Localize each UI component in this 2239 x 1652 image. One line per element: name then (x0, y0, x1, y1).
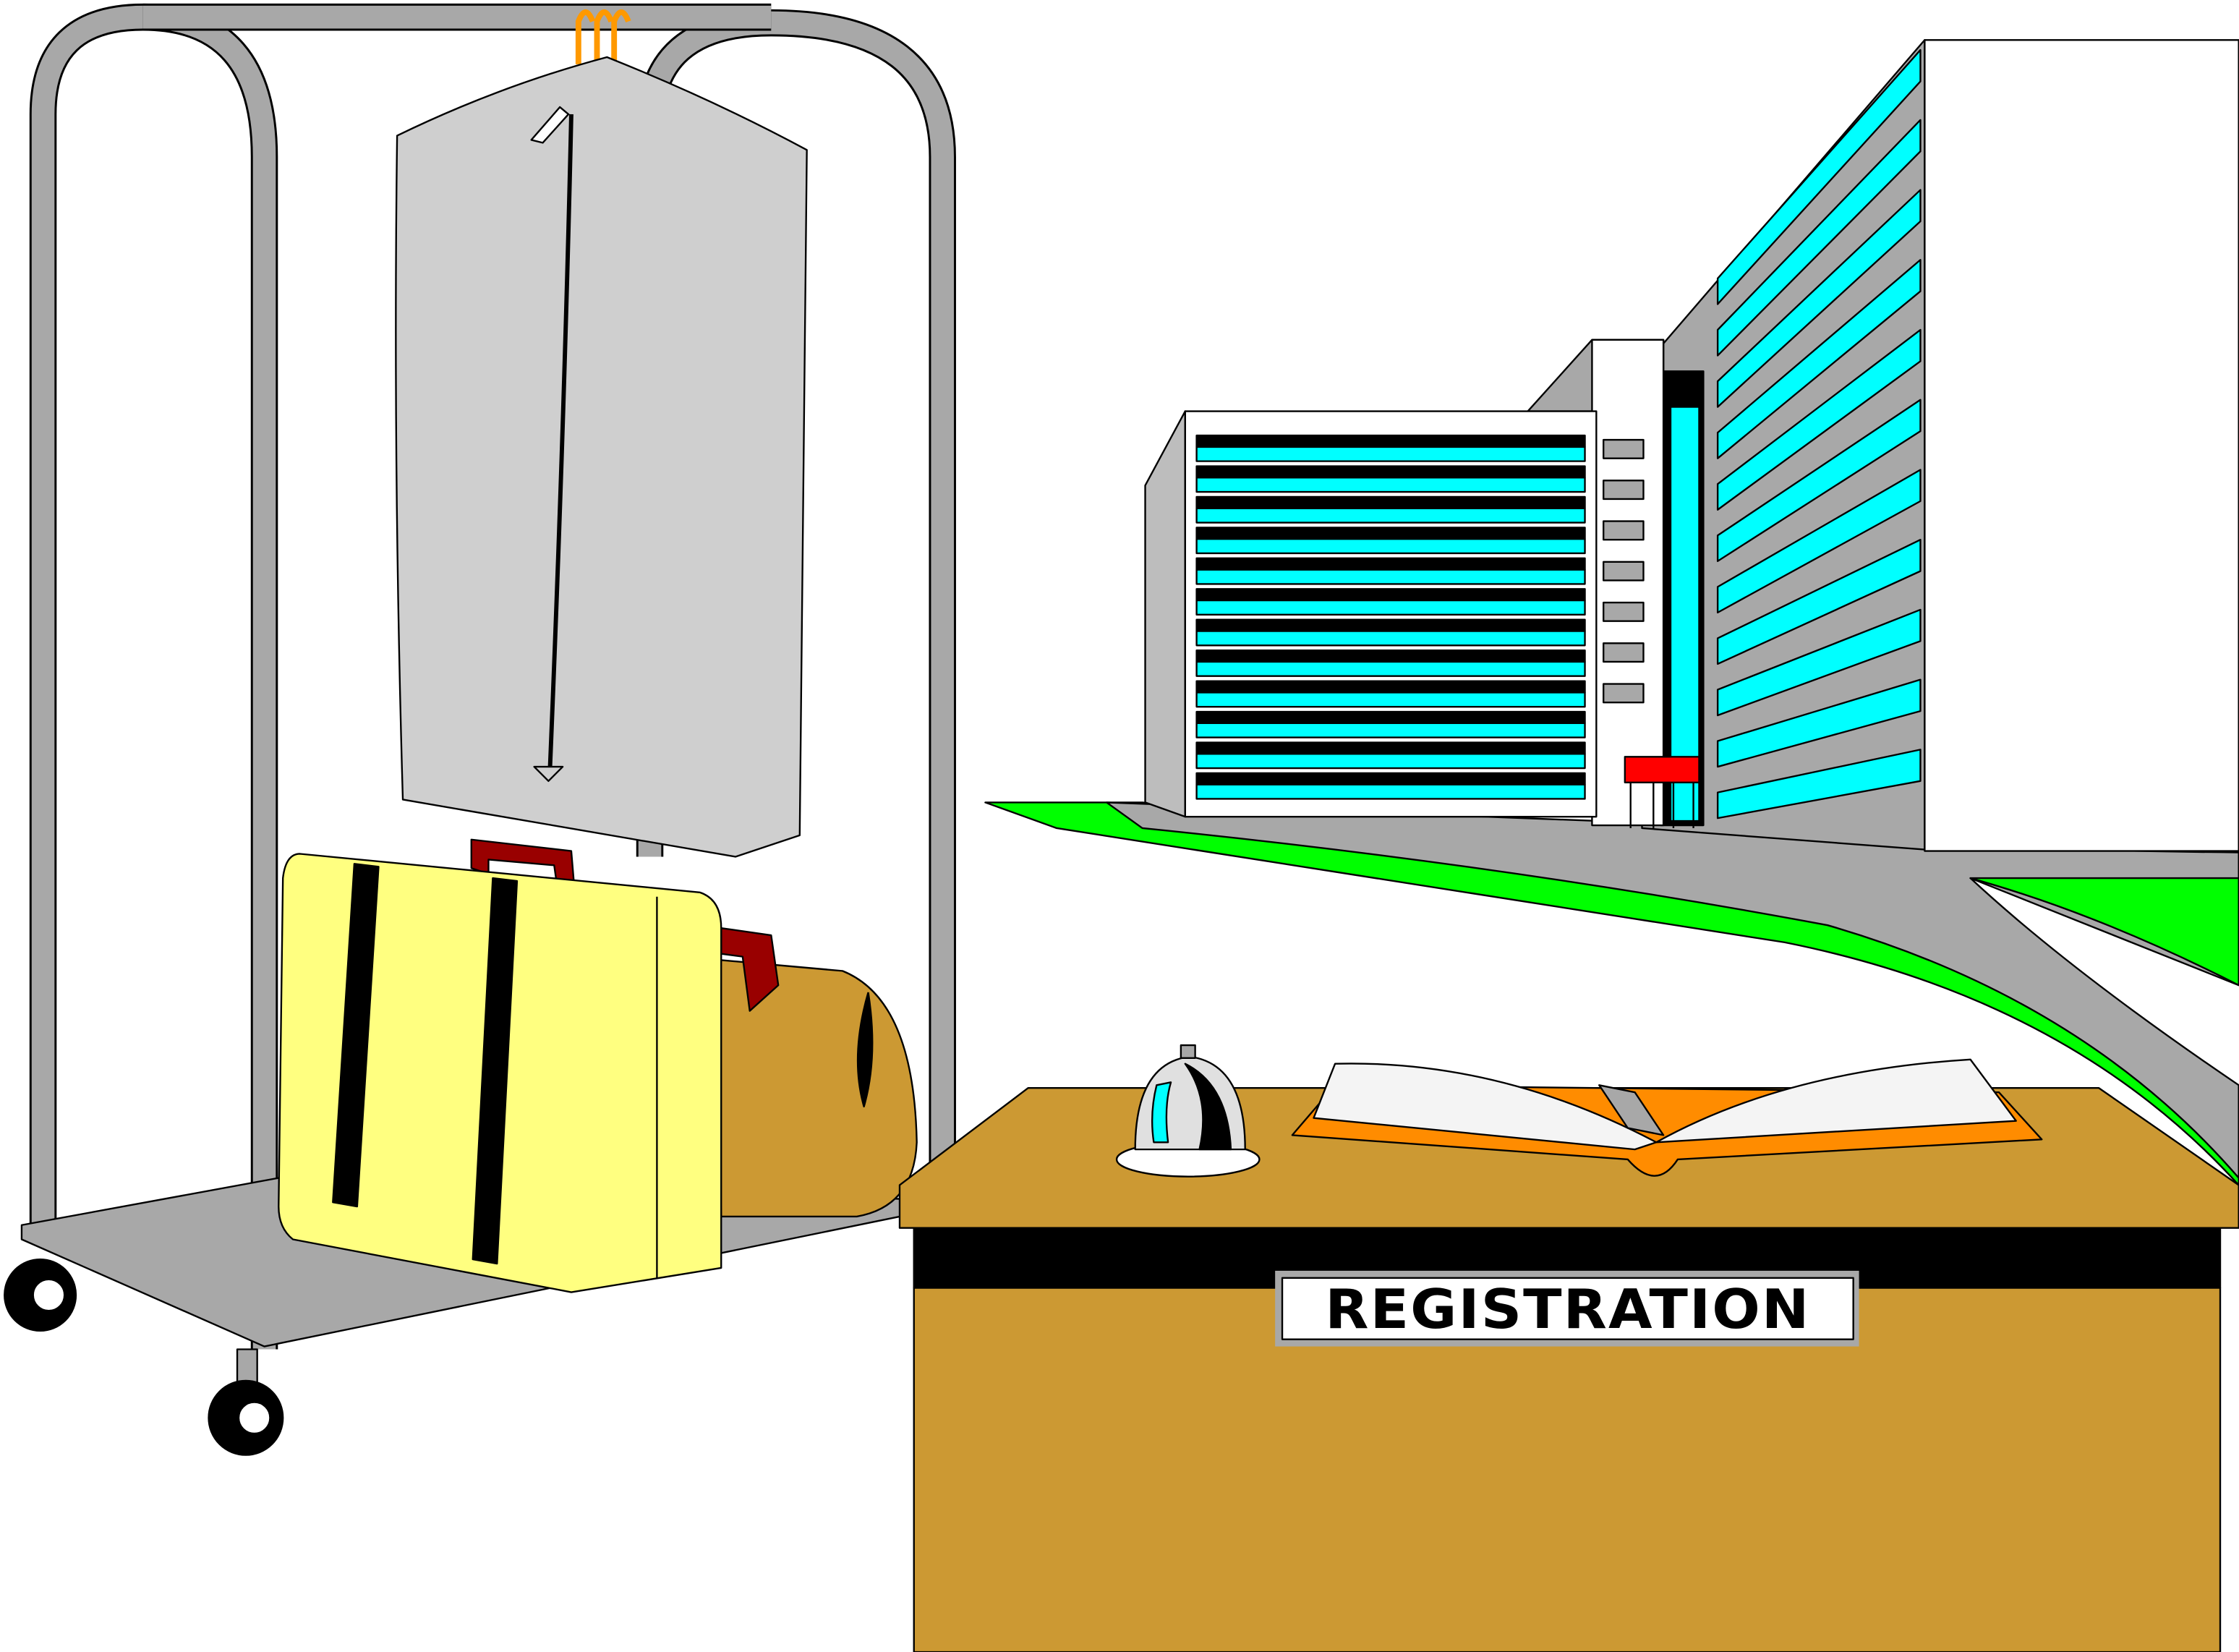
window-shade (1195, 588, 1586, 602)
sign-text: REGISTRATION (1325, 1277, 1810, 1341)
tower-window (1716, 48, 1922, 305)
garment-bag (395, 56, 808, 858)
wheel-front (208, 1348, 284, 1456)
tower-window (1716, 608, 1922, 717)
window-strip (1195, 722, 1586, 738)
registration-desk: REGISTRATION (898, 1087, 2239, 1652)
desk-front (913, 1287, 2222, 1652)
grass-right (1969, 877, 2239, 987)
balcony (1603, 520, 1645, 541)
balcony (1603, 683, 1645, 704)
balcony (1603, 601, 1645, 622)
window-strip (1195, 599, 1586, 616)
zipper (547, 114, 573, 772)
bookmark (1598, 1084, 1665, 1136)
window-shade (1195, 557, 1586, 571)
rack-left-arch-outline (29, 3, 278, 1350)
window-shade (1195, 772, 1586, 785)
window-shade (1195, 618, 1586, 632)
red-chairs (1624, 756, 1700, 828)
window-strip (1195, 753, 1586, 770)
registration-sign: REGISTRATION (1275, 1270, 1859, 1347)
window-strip (1195, 477, 1586, 493)
tower-window (1716, 259, 1922, 459)
tower-window (1716, 189, 1922, 408)
tag (530, 106, 570, 144)
tower-window (1716, 678, 1922, 768)
hangers (575, 9, 631, 64)
left-building-side (1144, 410, 1186, 818)
tower-window (1716, 399, 1922, 562)
tower-window (1716, 749, 1922, 819)
window-shade (1195, 650, 1586, 663)
guest-book (1291, 1058, 2043, 1177)
window-shade (1195, 680, 1586, 694)
window-strip (1195, 660, 1586, 677)
left-building-windows (1195, 434, 1586, 800)
window-shade (1195, 495, 1586, 509)
window-shade (1195, 465, 1586, 479)
duffel-bag (713, 927, 918, 1218)
rack-right-arch (638, 11, 955, 1193)
tower-entrance-glass (1669, 406, 1700, 822)
window-strip (1195, 783, 1586, 800)
balcony (1603, 561, 1645, 582)
middle-building (1591, 339, 1665, 827)
strap-right (472, 877, 519, 1265)
window-shade (1195, 741, 1586, 755)
zipper-pull (533, 765, 564, 783)
middle-balconies (1603, 438, 1645, 704)
balcony (1603, 438, 1645, 459)
window-strip (1195, 569, 1586, 585)
window-strip (1195, 691, 1586, 708)
tower-window (1716, 119, 1922, 357)
strap-left (332, 863, 380, 1208)
tower-window (1716, 328, 1922, 511)
tower-window (1716, 469, 1922, 614)
window-strip (1195, 538, 1586, 555)
wheel-left (4, 1258, 77, 1332)
service-bell (1115, 1044, 1261, 1178)
suitcase (278, 838, 722, 1293)
tower-front (1924, 39, 2239, 852)
window-shade (1195, 434, 1586, 448)
window-strip (1195, 446, 1586, 462)
balcony (1603, 480, 1645, 501)
buildings (1144, 39, 2239, 852)
window-shade (1195, 527, 1586, 540)
rack-left-arch (31, 5, 276, 1350)
balcony (1603, 642, 1645, 663)
window-strip (1195, 630, 1586, 647)
tower-windows (1716, 48, 1922, 819)
window-shade (1195, 710, 1586, 725)
window-strip (1195, 507, 1586, 524)
tower-window (1716, 539, 1922, 665)
